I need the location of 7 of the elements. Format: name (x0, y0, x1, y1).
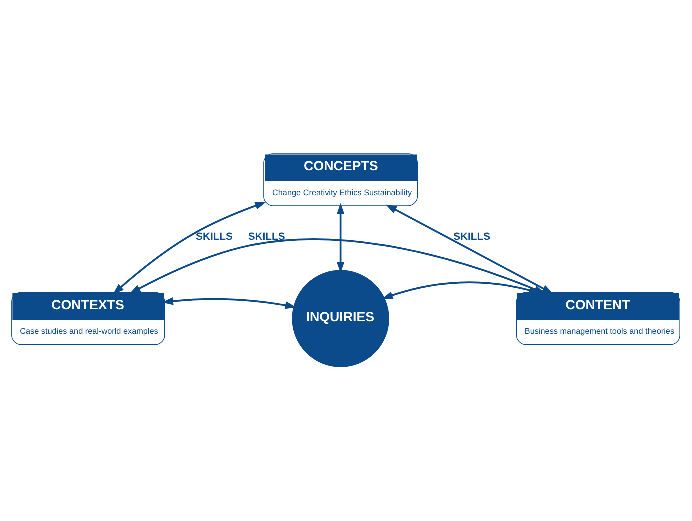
edge-label: SKILLS (248, 232, 286, 244)
arrow (336, 203, 345, 274)
arrow (162, 297, 297, 310)
node-circle: INQUIRIES (292, 270, 390, 368)
edge-label: SKILLS (454, 232, 491, 244)
edge-label: SKILLS (196, 232, 233, 244)
arrow (113, 202, 266, 295)
